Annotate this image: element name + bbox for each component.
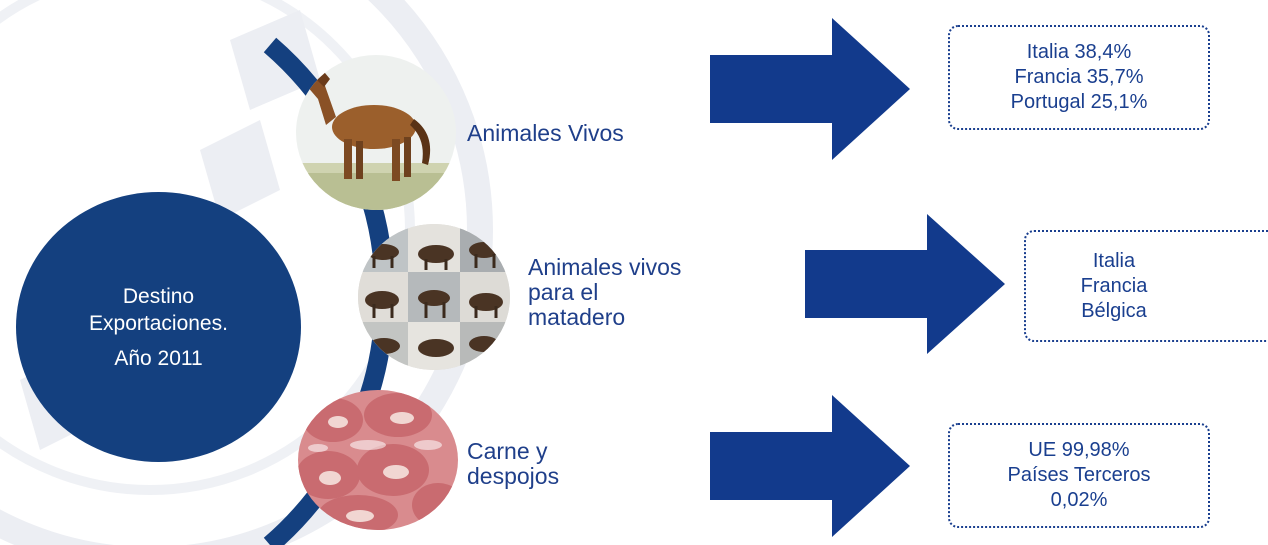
destination-box-animales-vivos: Italia 38,4% Francia 35,7% Portugal 25,1…	[948, 25, 1210, 130]
arrow-right-icon	[805, 214, 1005, 354]
arrow-right-icon	[710, 395, 910, 537]
center-title-line1: Destino	[122, 284, 195, 308]
center-title-line2: Exportaciones.	[89, 311, 228, 335]
destination-box-animales-matadero: Italia Francia Bélgica	[1024, 230, 1268, 342]
meat-photo-icon	[298, 390, 458, 530]
category-label-carne-despojos: Carne y despojos	[467, 438, 560, 489]
center-year: Año 2011	[114, 346, 203, 370]
arrow-right-icon	[710, 18, 910, 160]
category-label-animales-matadero: Animales vivos para el matadero	[528, 254, 682, 330]
category-label-animales-vivos: Animales Vivos	[467, 120, 624, 146]
destination-box-carne-despojos: UE 99,98% Países Terceros 0,02%	[948, 423, 1210, 528]
horse-photo-icon	[296, 55, 456, 210]
horses-collage-photo-icon	[358, 224, 510, 370]
center-circle: Destino Exportaciones. Año 2011	[16, 192, 301, 462]
